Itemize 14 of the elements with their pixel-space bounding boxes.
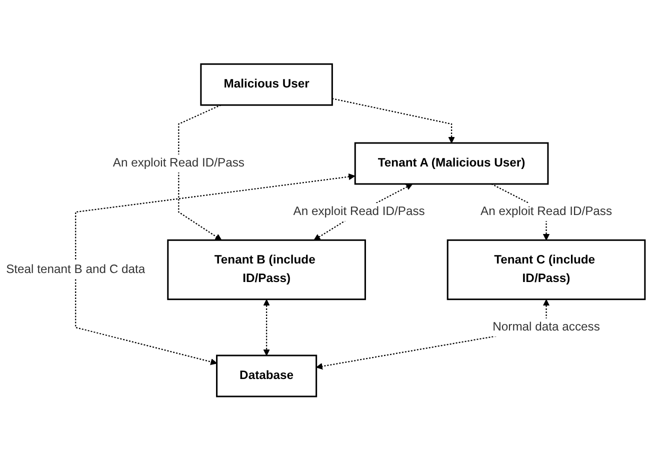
arrow xyxy=(263,300,270,356)
node-box: Tenant A (Malicious User) xyxy=(354,142,549,185)
edge-label: Steal tenant B and C data xyxy=(6,263,146,276)
node-box: Database xyxy=(216,354,318,398)
edge-label: An exploit Read ID/Pass xyxy=(293,205,425,218)
edge-label: Normal data access xyxy=(492,320,600,334)
node-box: Malicious User xyxy=(200,64,333,106)
node-box: Tenant C (include ID/Pass) xyxy=(446,240,646,300)
arrow xyxy=(332,98,455,144)
arrow xyxy=(75,174,356,366)
arrow xyxy=(178,104,222,241)
edge-label: An exploit Read ID/Pass xyxy=(112,156,244,170)
node-box: Tenant B (include ID/Pass) xyxy=(167,240,366,300)
edge-label: An exploit Read ID/Pass xyxy=(480,205,612,218)
